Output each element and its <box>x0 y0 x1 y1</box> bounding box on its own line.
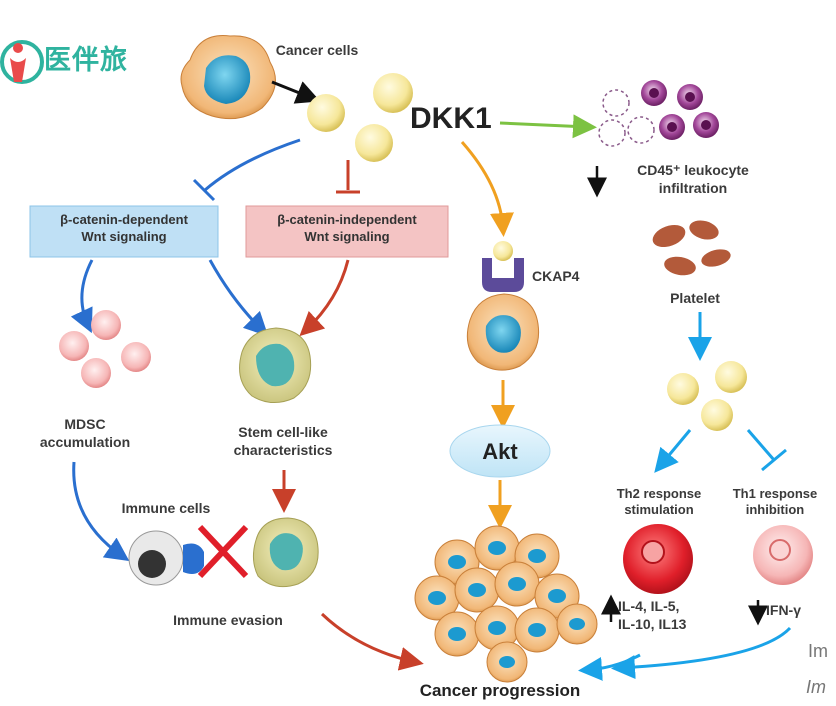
mdsc-label: MDSC accumulation <box>39 416 131 450</box>
immune-cells-label: Immune cells <box>121 500 211 516</box>
akt-label: Akt <box>482 439 518 464</box>
stem-cell-icon <box>239 327 312 403</box>
person-heart-logo <box>0 40 44 84</box>
cancer-cells-label: Cancer cells <box>275 42 359 58</box>
mdsc-cells-icon <box>59 310 151 388</box>
bcat-independent-box <box>245 205 449 258</box>
il-label: IL-4, IL-5, IL-10, IL13 <box>618 598 687 632</box>
cut-text-1: Im <box>808 641 828 661</box>
th1-label: Th1 response inhibition <box>732 486 818 518</box>
cd45-label: CD45⁺ leukocyte infiltration <box>637 162 749 196</box>
ckap4-receptor-icon <box>482 241 524 292</box>
tumor-cluster-icon <box>414 525 598 683</box>
ckap4-cancer-cell-icon <box>466 293 540 371</box>
logo-text: 医伴旅 <box>44 45 128 76</box>
th2-label: Th2 response stimulation <box>616 486 702 518</box>
dkk1-molecule-icons <box>307 73 413 162</box>
bcat-dependent-box <box>29 205 219 258</box>
immune-evasion-label: Immune evasion <box>173 612 283 628</box>
leukocyte-cluster-icon <box>598 80 719 147</box>
cancer-progression-label: Cancer progression <box>419 681 581 700</box>
bcat-independent-label: β-catenin-independent Wnt signaling <box>277 212 417 244</box>
cut-text-2: Im <box>806 677 826 697</box>
akt-node <box>449 424 551 478</box>
th2-cell-icon <box>623 524 693 594</box>
cancer-cell-icon <box>180 35 276 120</box>
platelet-label: Platelet <box>670 290 720 306</box>
immune-cell-icon <box>128 530 204 586</box>
th1-cell-icon <box>753 525 813 585</box>
dkk1-molecule-icons-right <box>667 361 747 431</box>
evading-cell-icon <box>252 517 319 588</box>
ifn-label: IFN-γ <box>766 602 801 618</box>
dkk1-label: DKK1 <box>410 102 492 135</box>
ckap4-label: CKAP4 <box>532 268 580 284</box>
stem-cell-label: Stem cell-like characteristics <box>233 424 333 458</box>
platelet-icons <box>652 220 731 276</box>
bcat-dependent-label: β-catenin-dependent Wnt signaling <box>60 212 188 244</box>
blocked-x-icon <box>197 524 249 579</box>
